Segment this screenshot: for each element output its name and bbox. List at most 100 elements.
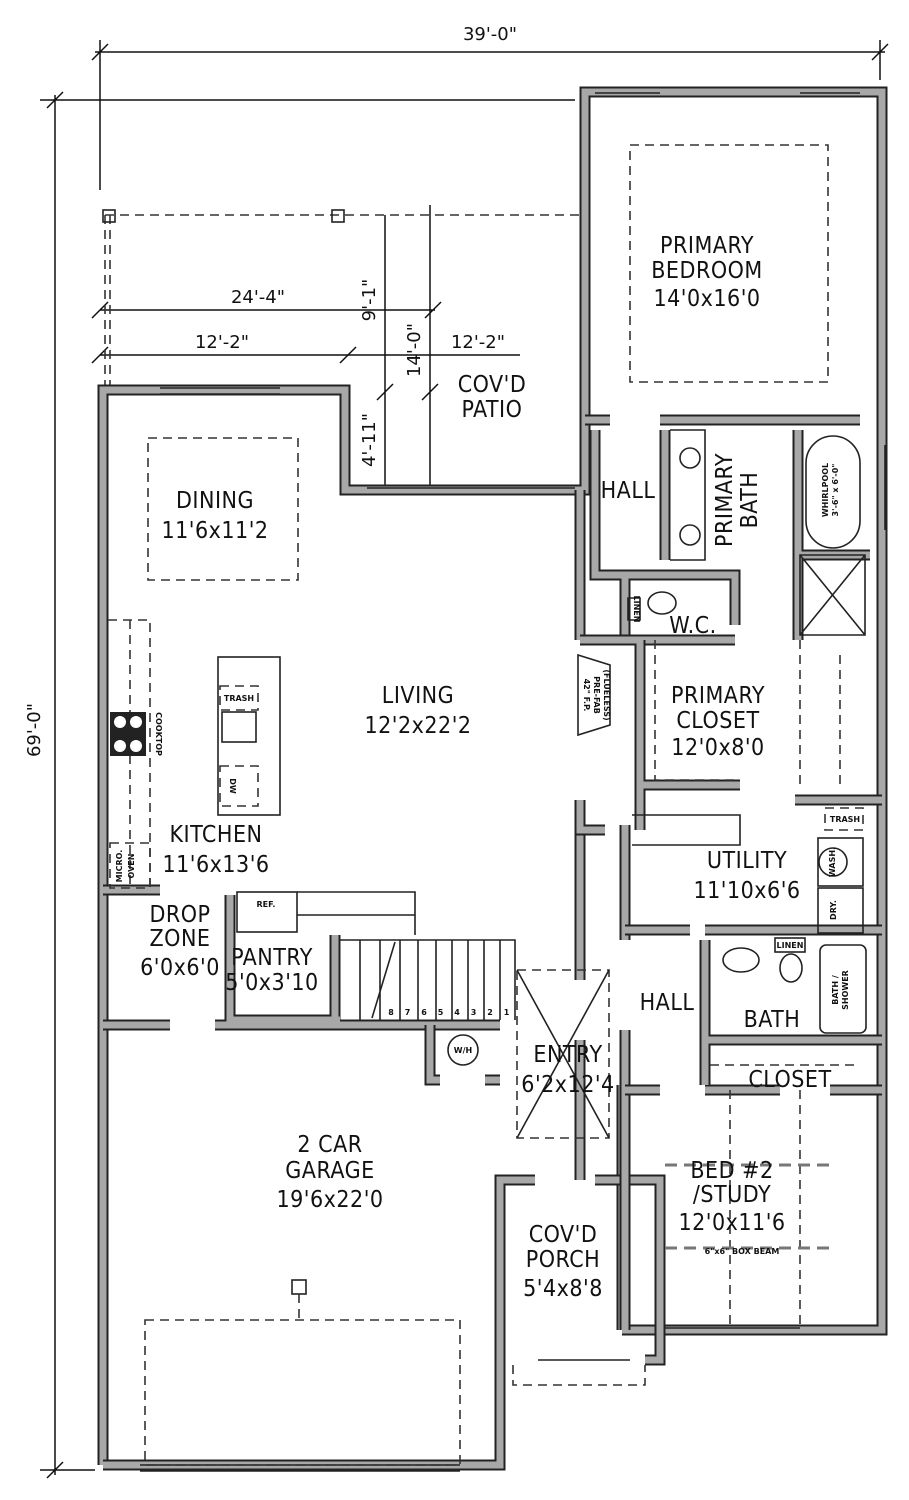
hall-upper-label: HALL [601,478,656,504]
patio-total-width: 24'-4" [231,287,285,308]
fixture-labels: TRASH DW COOKTOP MICRO. OVEN REF. W/H LI… [115,463,860,1256]
garage-door-track [144,1319,461,1466]
closet-label: CLOSET [748,1067,831,1093]
wall [661,430,870,640]
shower [799,554,866,636]
bed2-size: 12'0x11'6 [678,1210,785,1236]
porch-label-2: PORCH [526,1247,601,1273]
porch-step [512,1365,646,1386]
stair-step-number: 1 [504,1008,510,1017]
entry-size: 6'2x12'4 [521,1072,614,1098]
linen-bath-label: LINEN [777,941,804,950]
wall [659,430,870,640]
room-labels: PRIMARY BEDROOM 14'0x16'0 COV'D PATIO DI… [140,233,831,1302]
living-size: 12'2x22'2 [364,713,471,739]
patio-post [102,209,116,223]
trash-kitchen-label: TRASH [224,694,254,703]
pantry-size: 5'0x3'10 [225,970,318,996]
wall [426,1025,500,1084]
island-sink [221,711,257,743]
bath-shower-label: BATH / [831,975,840,1005]
overall-width-dimension: 39'-0" [463,24,517,45]
toilet-wc [647,591,677,615]
washer [817,837,864,887]
kitchen-size: 11'6x13'6 [162,852,269,878]
garage-label: 2 CAR [297,1132,362,1158]
dining-label: DINING [176,488,254,514]
wall [580,636,882,830]
utility-size: 11'10x6'6 [693,878,800,904]
bath-toilet [779,953,803,983]
closet-rods [654,640,841,790]
fireplace-label-2: PRE-FAB [592,676,601,714]
stair-step-number: 5 [438,1008,444,1017]
garage-size: 19'6x22'0 [276,1187,383,1213]
stair-step-number: 3 [471,1008,477,1017]
wall [576,800,605,834]
island-trash [219,685,259,711]
linen-wc-label: LINEN [632,596,641,623]
bath-sink [722,947,760,973]
wc-label: W.C. [669,613,716,639]
microwave-oven [109,842,151,889]
fixtures-lines [108,144,867,1466]
fireplace-label: 42" F.P. [582,679,591,712]
entry-ceiling [516,969,610,1139]
wall [103,886,500,1029]
dining-size: 11'6x11'2 [161,518,268,544]
drop-zone-size: 6'0x6'0 [140,955,220,981]
stair-step-number: 4 [454,1008,460,1017]
utility-label: UTILITY [707,848,787,874]
kitchen-label: KITCHEN [169,822,262,848]
pantry-shelf [297,891,416,935]
cooktop-label: COOKTOP [154,712,163,756]
kitchen-island [217,656,281,816]
patio-left-width: 12'-2" [195,332,249,353]
stairs [340,939,516,1020]
pantry-label: PANTRY [231,945,313,971]
primary-bedroom-label: PRIMARY [660,233,754,259]
water-heater [447,1034,479,1066]
wall [103,1174,512,1471]
stair-step-number: 7 [405,1008,411,1017]
water-heater-label: W/H [454,1046,472,1055]
wall [701,940,882,1094]
bath-label: BATH [744,1007,801,1033]
porch-label: COV'D [529,1222,598,1248]
dryer [817,887,864,934]
patio-depth: 14'-0" [404,323,425,377]
drop-zone-label-2: ZONE [149,926,210,952]
entry-label: ENTRY [533,1042,602,1068]
porch-size: 5'4x8'8 [523,1276,603,1302]
primary-bath-label: PRIMARY [712,453,738,547]
whirlpool-tub [805,435,861,549]
patio-right-width: 12'-2" [451,332,505,353]
dishwasher-label: DW [228,778,237,794]
vanity [670,429,706,561]
fireplace-label-3: (FLUELESS) [602,669,611,720]
box-beam-label: 6"x6" BOX BEAM [705,1247,780,1256]
utility-trash-label: TRASH [830,815,860,824]
patio-outline [104,214,585,385]
garage-label-2: GARAGE [285,1158,375,1184]
bed2-label-2: /STUDY [693,1182,771,1208]
bedroom-ceiling-tray [629,144,829,383]
refrigerator [236,891,298,933]
primary-bedroom-size: 14'0x16'0 [653,286,760,312]
bed2-label: BED #2 [690,1158,773,1184]
primary-bedroom-label-2: BEDROOM [651,258,763,284]
drop-zone-label: DROP [149,902,210,928]
dishwasher [219,765,259,807]
wall [574,800,605,836]
whirlpool-size: 3'-6" x 6'-0" [831,464,840,517]
linen-cabinet [774,937,806,953]
overall-dimension-lines [40,40,889,1479]
utility-trash [824,807,864,831]
stair-step-number: 8 [388,1008,394,1017]
oven-label: OVEN [127,854,136,879]
whirlpool-label: WHIRLPOOL [821,463,830,517]
garage-door-opener [291,1279,307,1295]
